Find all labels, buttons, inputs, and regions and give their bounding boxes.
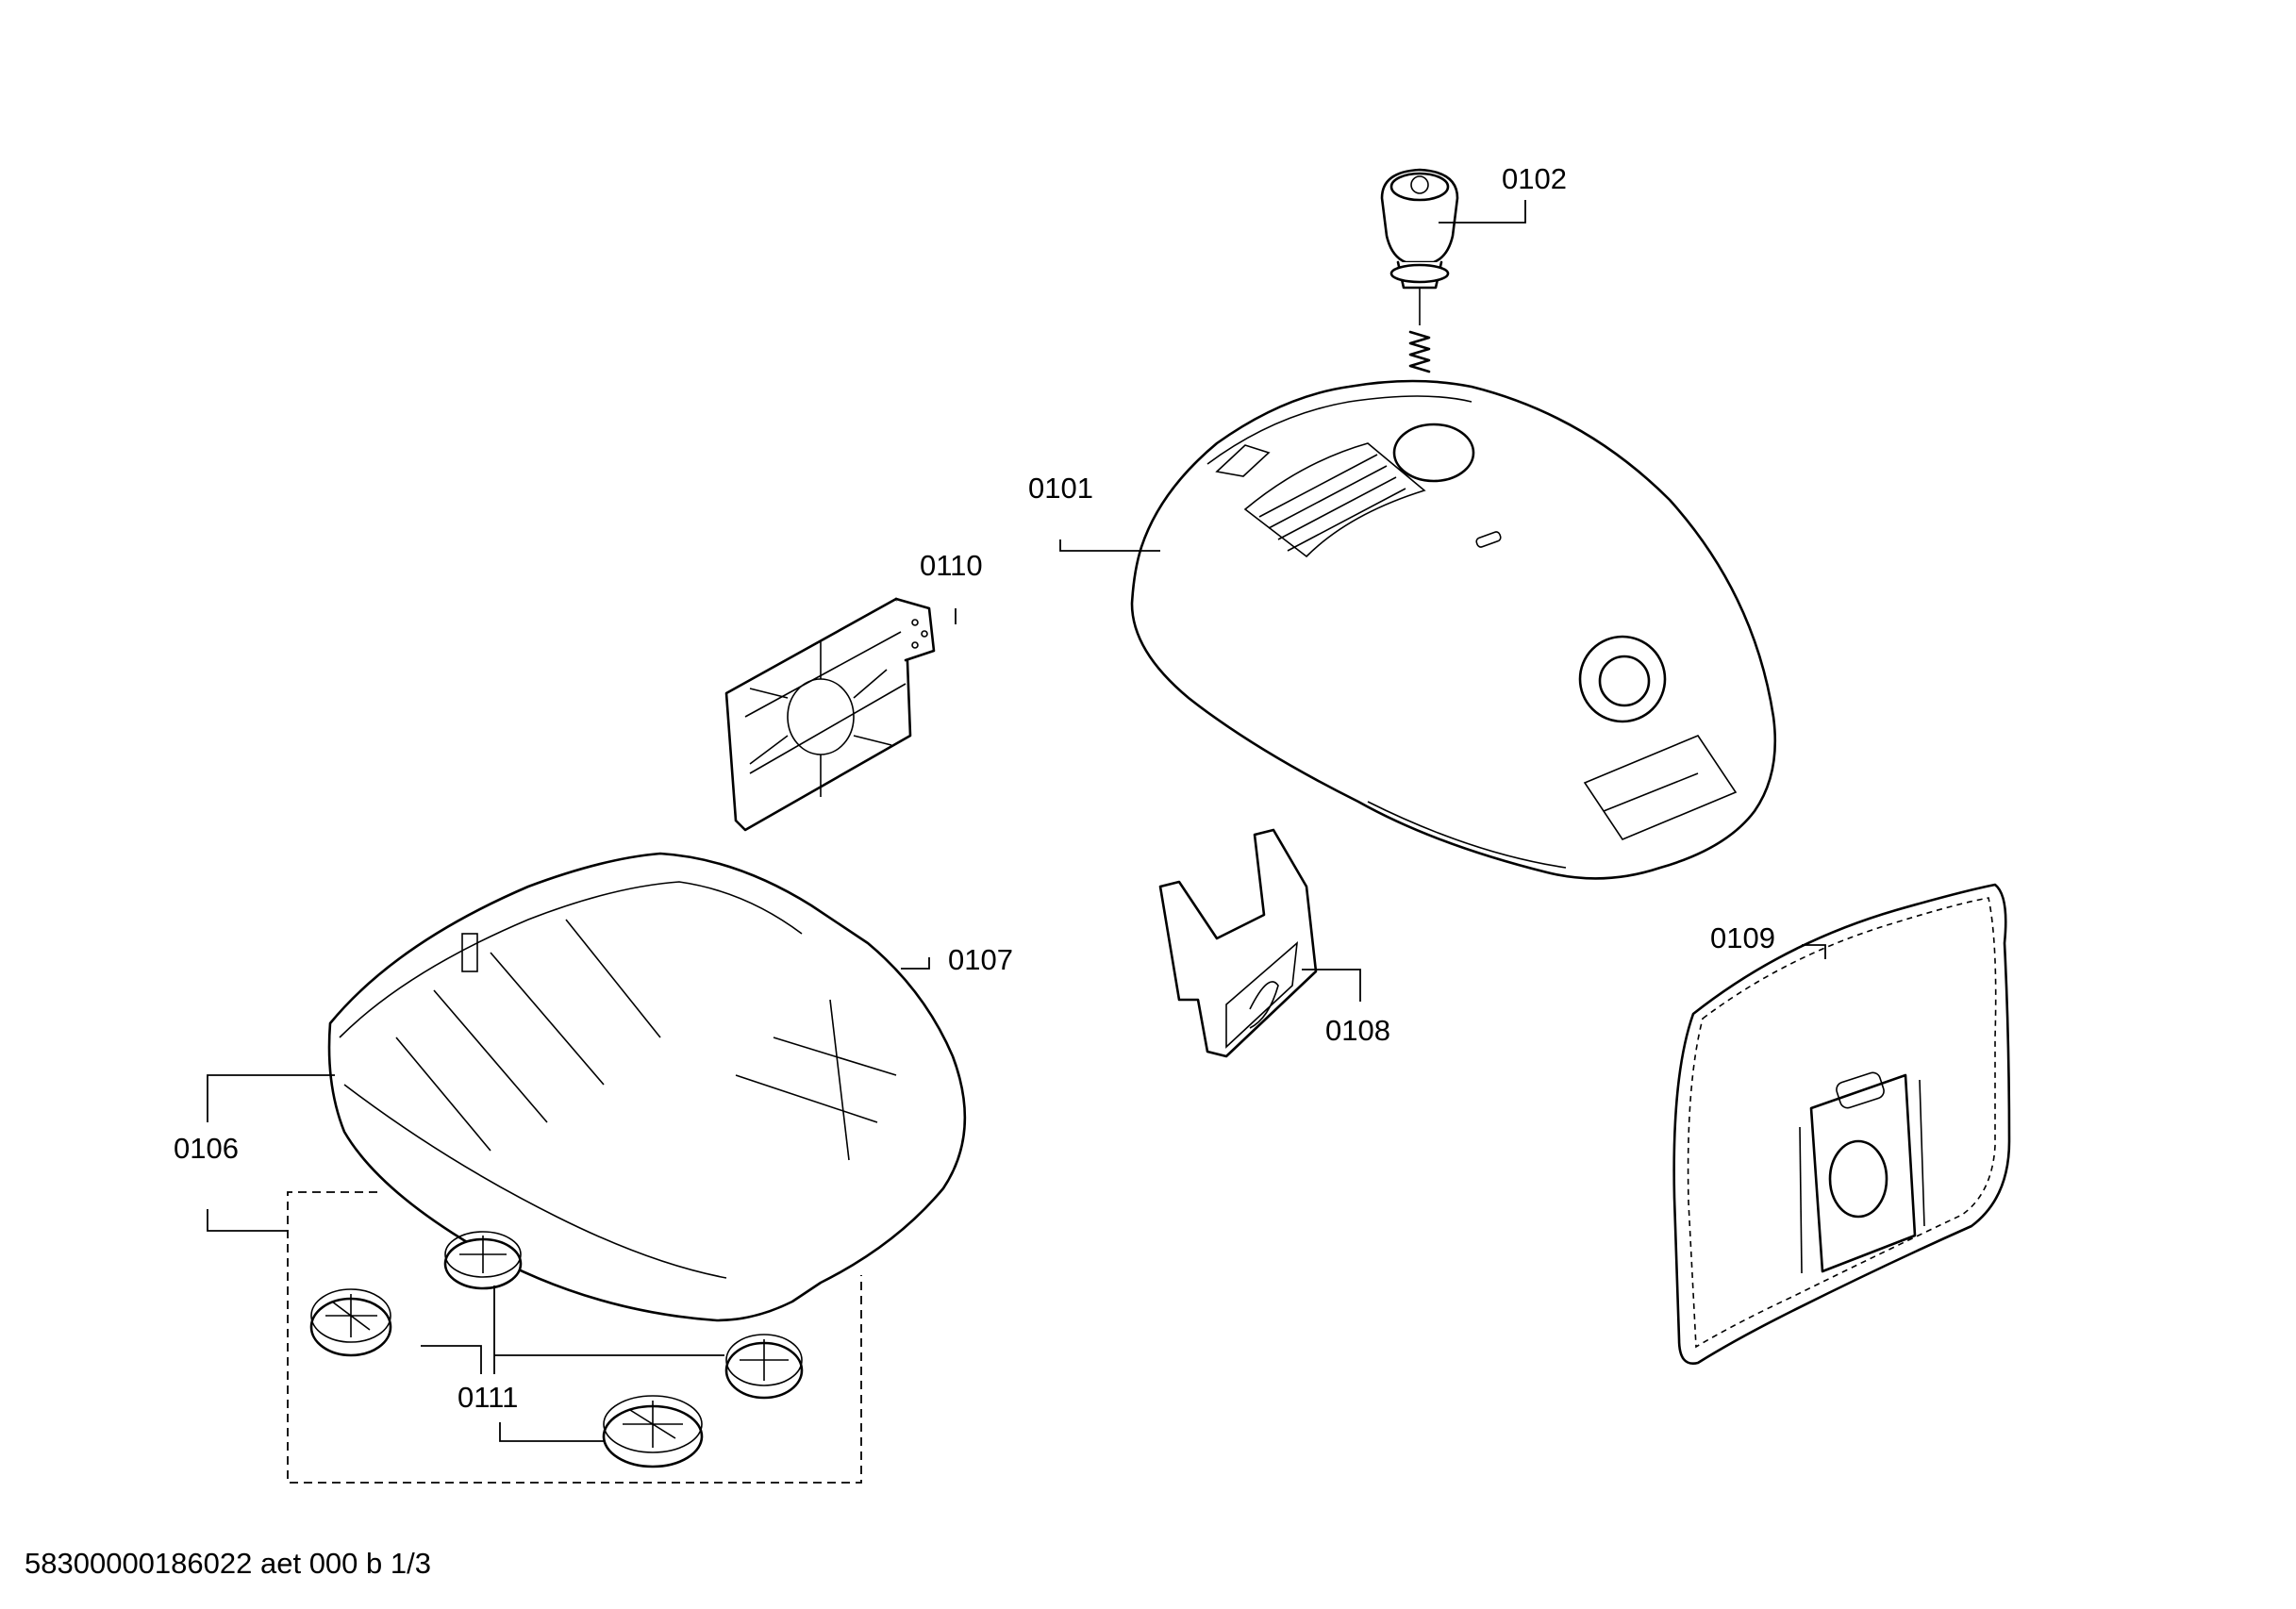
callout-0106: 0106: [174, 1132, 239, 1165]
callout-0108: 0108: [1325, 1014, 1390, 1047]
callout-0109: 0109: [1710, 921, 1775, 954]
callout-labels: 0102 0101 0110 0107 0108 0109 0106 0111: [174, 162, 1775, 1414]
castor-3: [724, 1334, 804, 1400]
castor-group-box: [287, 1191, 862, 1484]
part-0101-housing-lid: [1130, 379, 1777, 880]
part-0109-dust-bag: [1672, 883, 2011, 1365]
part-0110-filter-grille: [724, 597, 936, 832]
callout-0102: 0102: [1502, 162, 1567, 195]
part-0111-castors: [309, 1231, 804, 1468]
castor-4: [602, 1395, 704, 1468]
castor-1: [309, 1288, 392, 1357]
callout-0110: 0110: [920, 549, 983, 582]
part-0102-knob: [1380, 168, 1459, 373]
castor-2: [443, 1231, 523, 1290]
callout-0111: 0111: [458, 1381, 518, 1414]
leader-lines: [207, 200, 1826, 1442]
callout-0107: 0107: [948, 943, 1013, 976]
part-0108-bag-holder: [1158, 828, 1318, 1058]
callout-0101: 0101: [1028, 472, 1093, 505]
document-reference: 58300000186022 aet 000 b 1/3: [25, 1547, 431, 1580]
part-0106-base-housing: [327, 852, 967, 1322]
